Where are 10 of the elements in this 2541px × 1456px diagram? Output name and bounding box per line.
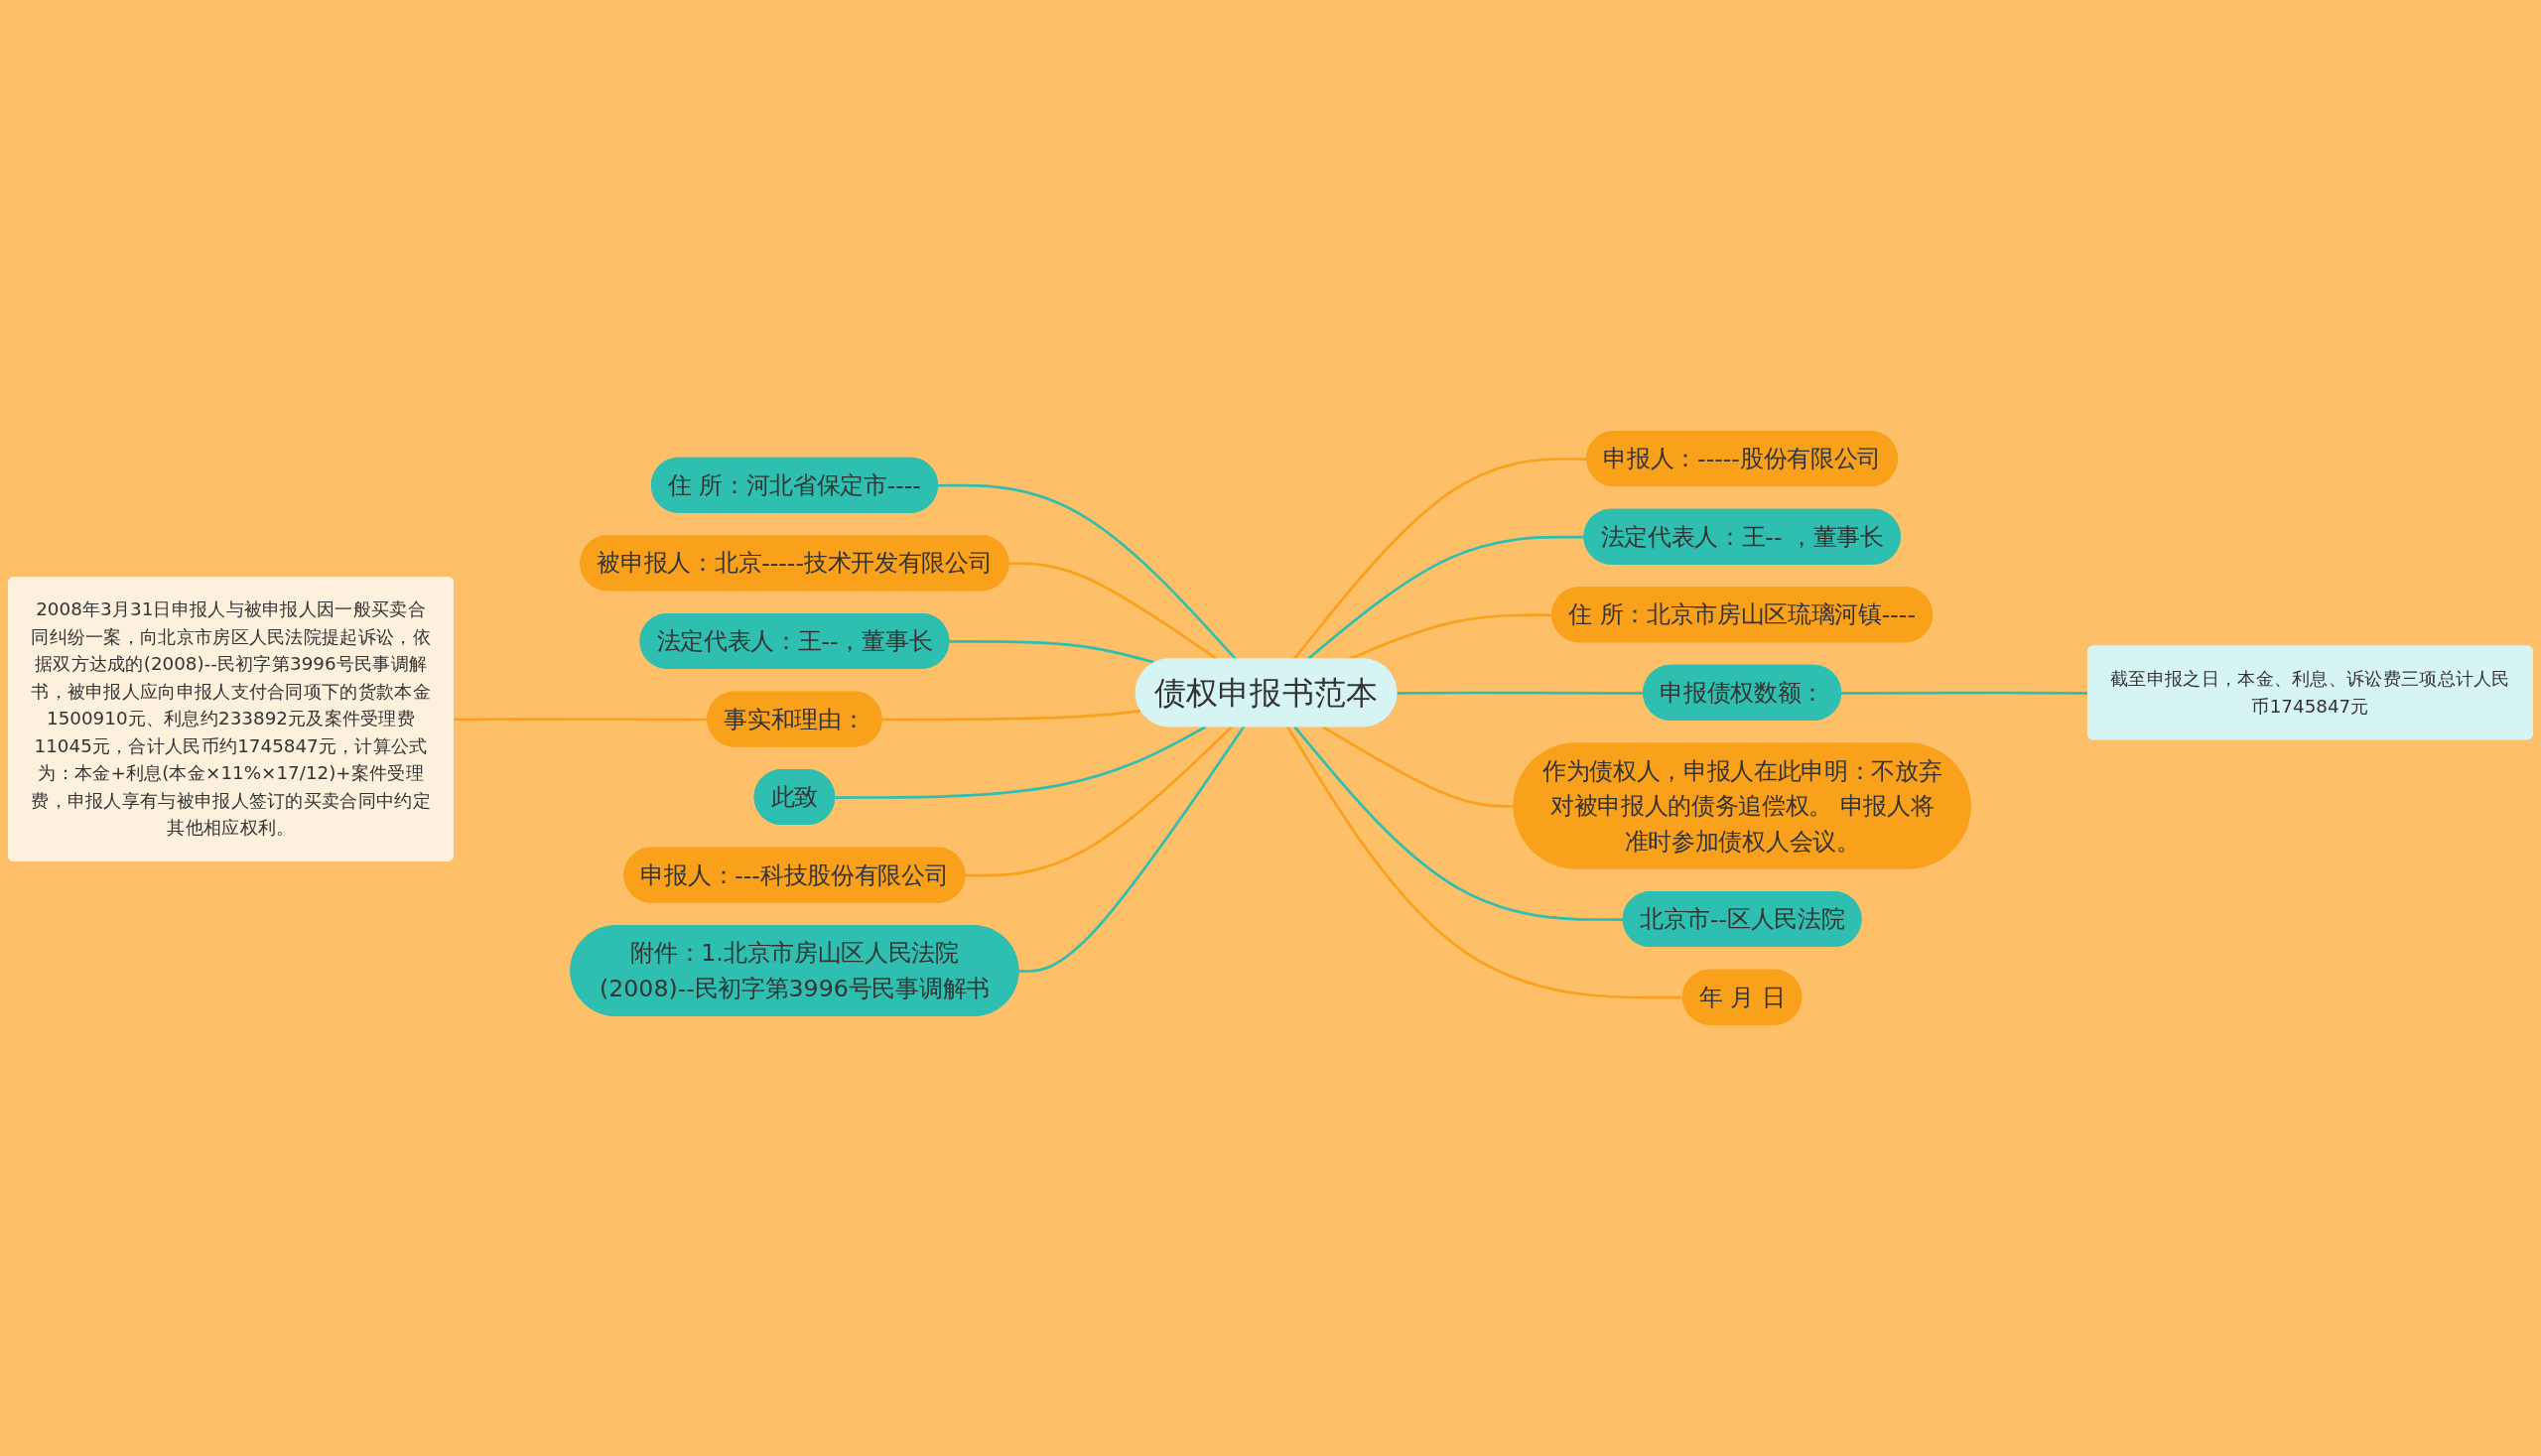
connector: [937, 483, 1238, 661]
connector: [835, 726, 1207, 800]
connector: [1322, 726, 1515, 808]
connector: [1018, 726, 1246, 974]
connector: [1008, 562, 1219, 661]
connector: [949, 640, 1156, 665]
connector: [881, 709, 1142, 722]
connector: [1306, 535, 1585, 661]
connector: [1293, 726, 1624, 922]
connector: [965, 726, 1233, 877]
